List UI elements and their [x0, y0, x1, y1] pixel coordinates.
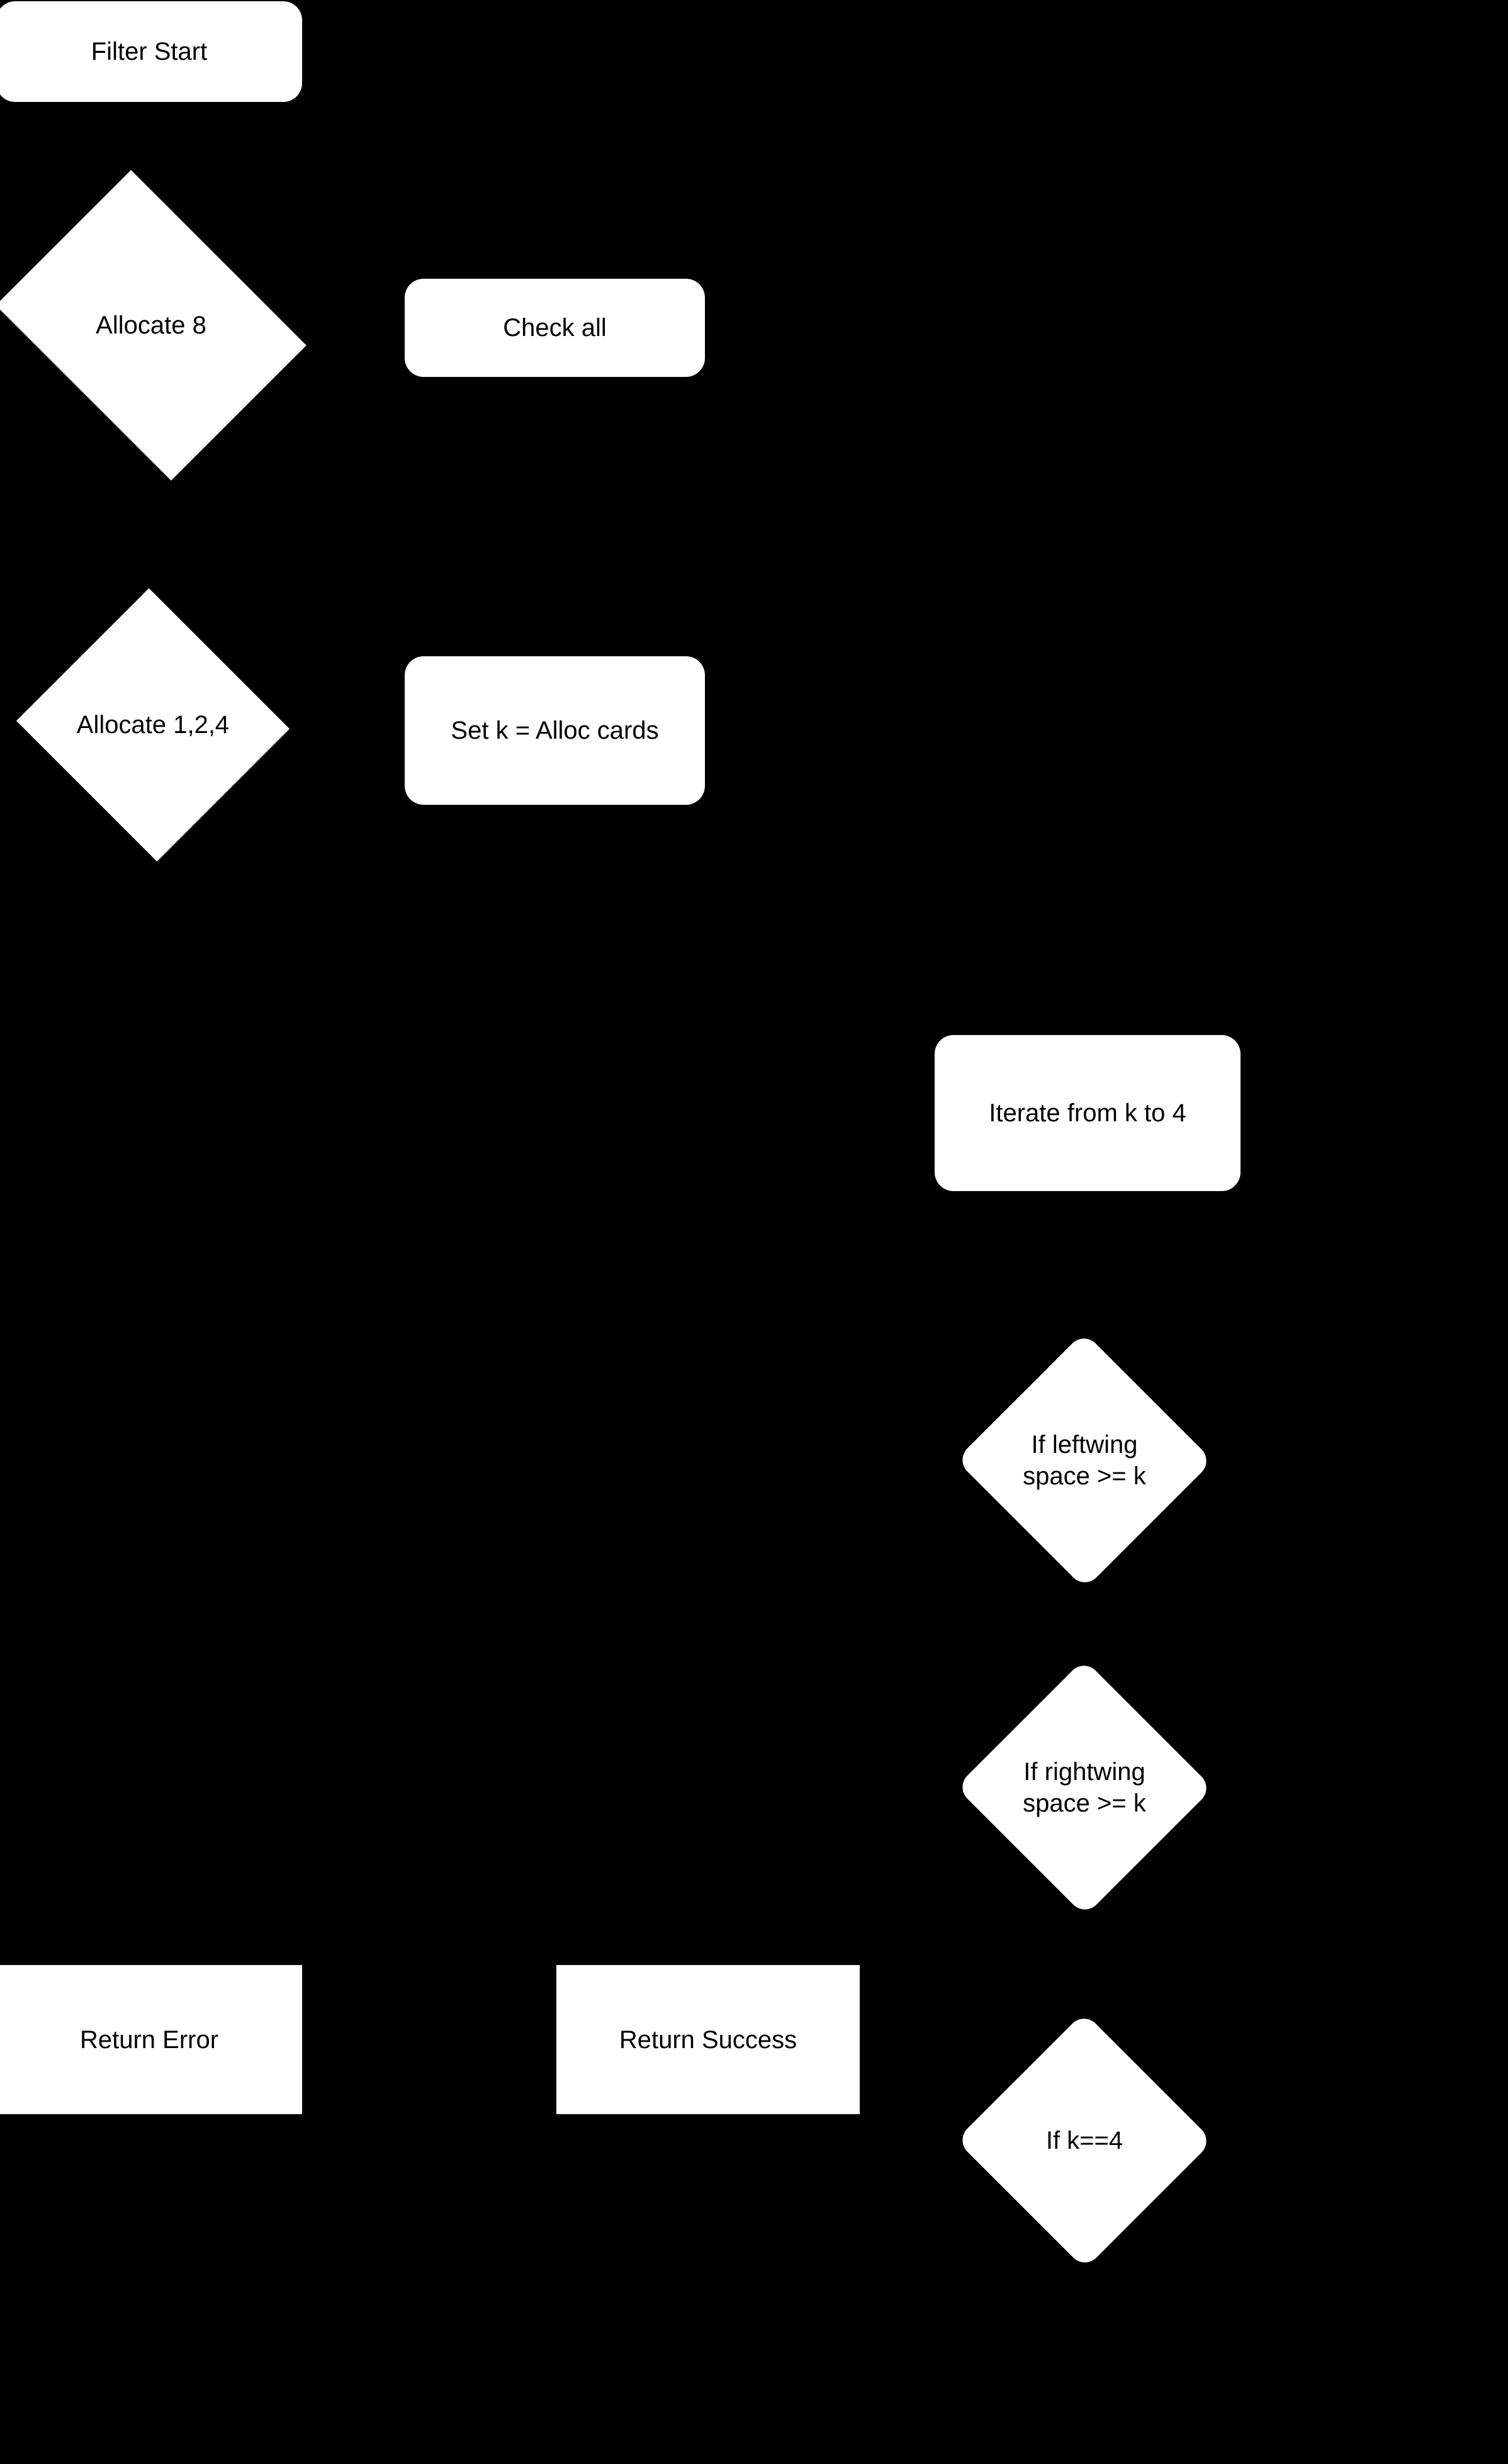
node-label-return-success: Return Success — [619, 2025, 797, 2054]
node-label-set-k-alloc-cards: Set k = Alloc cards — [451, 717, 659, 744]
diamond-shape — [955, 1331, 1213, 1589]
diamond-shape — [955, 2012, 1213, 2270]
node-if-k-equals-4[interactable]: If k==4 — [955, 2012, 1213, 2270]
node-label-filter-start: Filter Start — [91, 38, 208, 65]
diamond-shape — [955, 1659, 1213, 1917]
diamond-shape — [16, 588, 290, 862]
node-return-error[interactable]: Return Error — [0, 1965, 302, 2114]
node-allocate-1-2-4[interactable]: Allocate 1,2,4 — [16, 588, 290, 862]
diamond-shape — [0, 170, 307, 481]
node-filter-start[interactable]: Filter Start — [0, 1, 302, 102]
node-return-success[interactable]: Return Success — [556, 1965, 860, 2114]
node-label-iterate-from-k-to-4: Iterate from k to 4 — [989, 1099, 1186, 1127]
node-label-check-all: Check all — [503, 314, 607, 342]
node-if-rightwing-space[interactable]: If rightwing space >= k — [955, 1659, 1213, 1917]
node-check-all[interactable]: Check all — [405, 279, 705, 377]
node-set-k-alloc-cards[interactable]: Set k = Alloc cards — [405, 656, 705, 805]
node-label-return-error: Return Error — [79, 2025, 219, 2054]
node-iterate-from-k-to-4[interactable]: Iterate from k to 4 — [935, 1035, 1241, 1191]
node-if-leftwing-space[interactable]: If leftwing space >= k — [955, 1331, 1213, 1589]
node-allocate-8[interactable]: Allocate 8 — [0, 170, 307, 481]
